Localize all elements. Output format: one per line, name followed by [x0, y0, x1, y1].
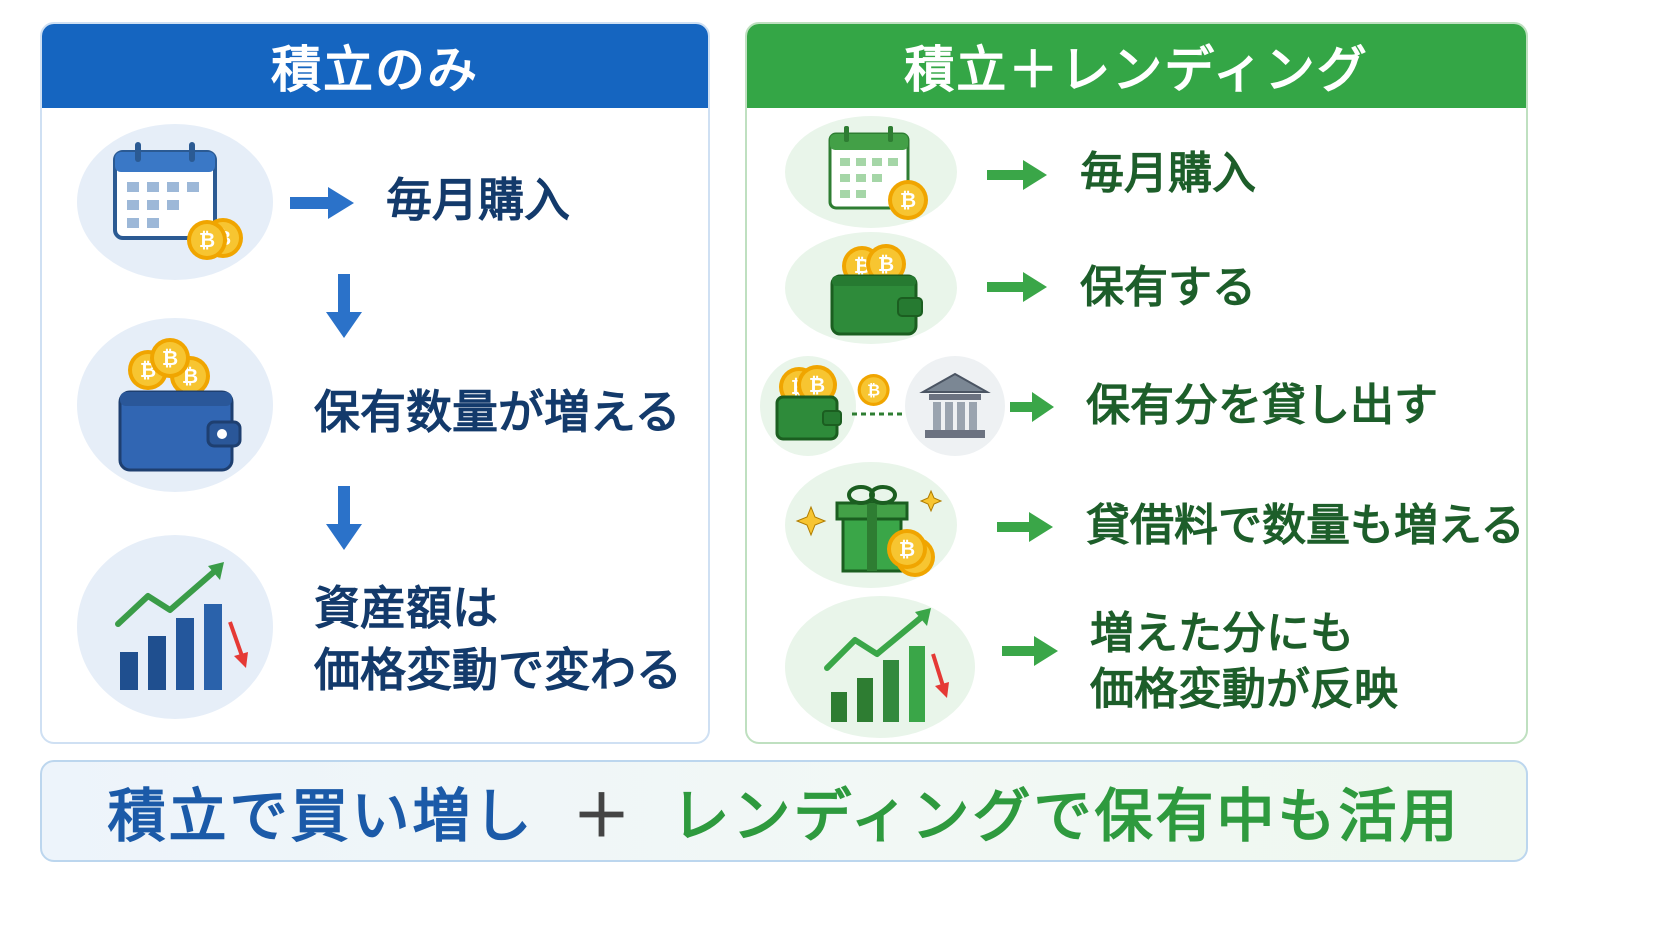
arrow-down-icon — [326, 274, 362, 338]
step-label-price-reflect-line2: 価格変動が反映 — [1090, 664, 1398, 715]
step-label-lend-holdings: 保有分を貸し出す — [1086, 380, 1438, 431]
step-label-hold: 保有する — [1080, 262, 1256, 313]
plus-icon: ＋ — [572, 782, 634, 850]
growth-chart-icon — [785, 596, 975, 738]
arrow-right-icon — [987, 272, 1047, 302]
gift-bitcoin-icon — [785, 462, 957, 588]
step-label-monthly-buy: 毎月購入 — [386, 173, 570, 227]
wallet-bitcoin-icon — [785, 232, 957, 344]
growth-chart-icon — [77, 535, 273, 719]
bank-icon — [905, 356, 1005, 456]
step-label-lending-fee-increase: 貸借料で数量も増える — [1086, 500, 1525, 551]
calendar-bitcoin-icon — [77, 124, 273, 280]
panel-title-accumulation: 積立のみ — [42, 24, 708, 108]
arrow-right-icon — [290, 187, 354, 219]
arrow-down-icon — [326, 486, 362, 550]
arrow-right-icon — [987, 160, 1047, 190]
arrow-right-icon — [1002, 636, 1058, 666]
arrow-right-icon — [1010, 392, 1054, 422]
wallet-bitcoin-icon — [77, 318, 273, 492]
summary-lending-text: レンディングで保有中も活用 — [671, 782, 1461, 850]
summary-banner: 積立で買い増し ＋ レンディングで保有中も活用 — [40, 760, 1528, 862]
panel-title-lending: 積立＋レンディング — [747, 24, 1526, 108]
step-label-monthly-buy: 毎月購入 — [1080, 148, 1256, 199]
wallet-bitcoin-icon — [760, 356, 856, 456]
arrow-right-icon — [997, 512, 1053, 542]
step-label-price-reflect-line1: 増えた分にも — [1090, 608, 1354, 659]
step-label-asset-value-line2: 価格変動で変わる — [314, 643, 682, 697]
step-label-holdings-increase: 保有数量が増える — [314, 385, 681, 439]
calendar-bitcoin-icon — [785, 116, 957, 228]
summary-accumulate-text: 積立で買い増し — [107, 782, 535, 850]
step-label-asset-value-line1: 資産額は — [314, 581, 498, 635]
